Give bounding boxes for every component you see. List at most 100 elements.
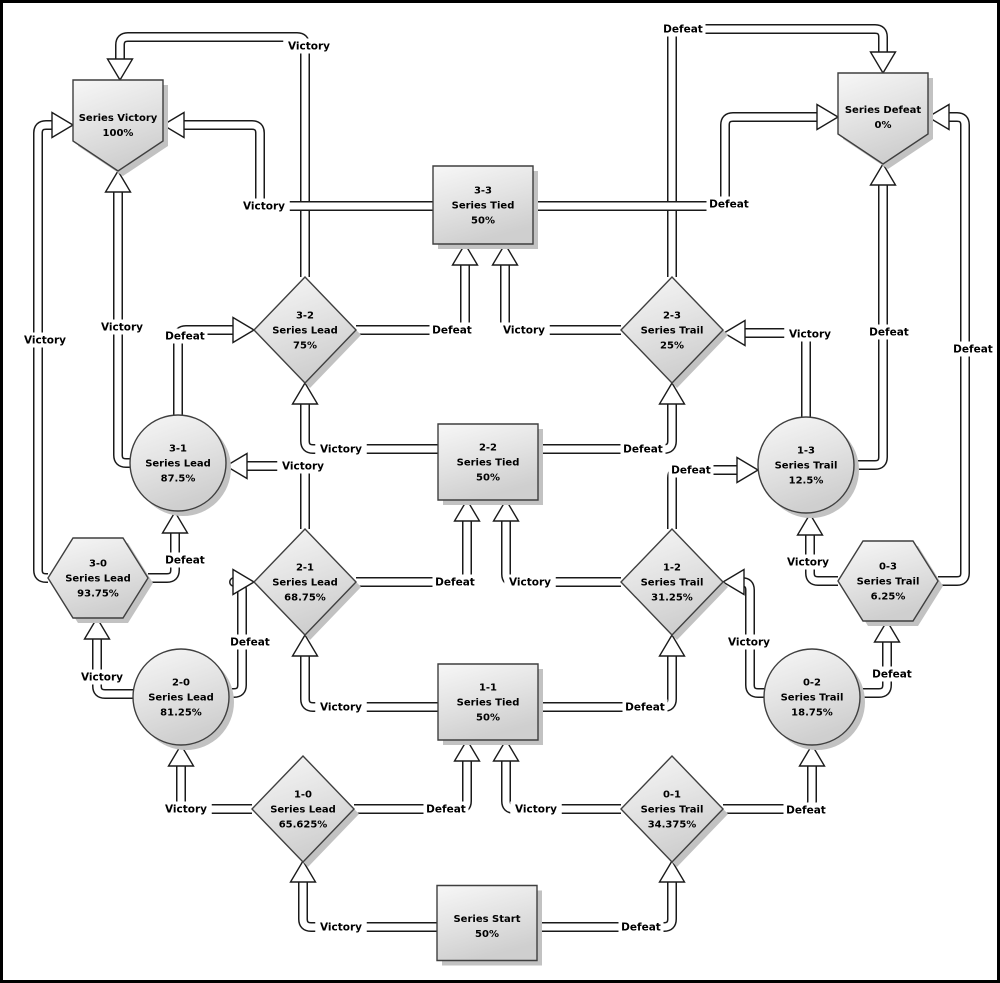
node-text-line: 50% (476, 473, 500, 484)
node-text-line: 3-3 (474, 186, 492, 197)
edge-label-defeat: Defeat (706, 196, 752, 212)
node-text-line: 3-0 (89, 559, 107, 570)
node-text-line: 31.25% (651, 593, 693, 604)
edge-label-defeat: Defeat (227, 634, 273, 650)
arrowhead-icon (291, 381, 319, 405)
arrowhead-icon (722, 319, 746, 347)
arrowhead-icon (926, 103, 950, 131)
node-text-line: 0% (875, 120, 892, 131)
arrowhead-icon (658, 633, 686, 657)
edge-label-defeat: Defeat (423, 801, 469, 817)
edge-label-text: Defeat (786, 805, 826, 817)
edge-label-defeat: Defeat (620, 441, 666, 457)
arrowhead-icon (796, 512, 824, 536)
node-text-line: Series Victory (79, 113, 158, 124)
edge-label-victory: Victory (315, 441, 367, 457)
arrowhead-icon (798, 743, 826, 767)
node-text-line: Series Tied (457, 698, 520, 709)
edge-label-defeat: Defeat (162, 552, 208, 568)
edge-label-text: Defeat (426, 804, 466, 816)
node-text-line: Series Start (453, 914, 520, 925)
edge-label-defeat: Defeat (668, 462, 714, 478)
node-text-line: 2-1 (296, 563, 314, 574)
arrowhead-icon (106, 58, 134, 82)
edge-label-victory: Victory (510, 801, 562, 817)
node-text-line: 6.25% (871, 592, 906, 603)
node-text-line: 2-3 (663, 311, 681, 322)
edge-label-text: Defeat (621, 922, 661, 934)
edge-2-0-victory (83, 616, 134, 699)
edge-label-text: Victory (320, 444, 362, 456)
arrowhead-icon (873, 619, 901, 643)
node-text-line: Series Trail (857, 577, 920, 588)
arrowhead-icon (224, 452, 248, 480)
arrowhead-icon (658, 859, 686, 883)
node-text-line: 1-1 (479, 683, 497, 694)
edge-label-victory: Victory (277, 458, 329, 474)
edge-label-victory: Victory (96, 319, 148, 335)
edge-label-text: Victory (509, 577, 551, 589)
edge-label-victory: Victory (784, 326, 836, 342)
node-text-line: 25% (660, 341, 684, 352)
edge-label-text: Victory (282, 461, 324, 473)
edge-label-victory: Victory (504, 574, 556, 590)
arrowhead-icon (289, 859, 317, 883)
node-text-line: 0-2 (803, 678, 821, 689)
node-text-line: Series Trail (781, 693, 844, 704)
arrowhead-icon (869, 51, 897, 75)
edge-label-text: Defeat (869, 327, 909, 339)
node-text-line: 100% (103, 128, 134, 139)
edge-label-victory: Victory (782, 554, 834, 570)
edge-label-defeat: Defeat (660, 21, 706, 37)
edge-label-victory: Victory (160, 801, 212, 817)
edge-label-text: Defeat (663, 24, 703, 36)
node-text-line: 1-3 (797, 446, 815, 457)
edge-label-victory: Victory (315, 919, 367, 935)
node-text-line: 3-1 (169, 444, 187, 455)
node-text-line: Series Defeat (845, 105, 922, 116)
node-text-line: 0-1 (663, 790, 681, 801)
edge-label-text: Defeat (165, 331, 205, 343)
arrowhead-icon (453, 738, 481, 762)
edge-label-defeat: Defeat (866, 324, 912, 340)
edge-label-text: Victory (24, 335, 66, 347)
node-text-line: 68.75% (284, 593, 326, 604)
edge-label-text: Victory (503, 325, 545, 337)
edge-2-2-victory (291, 381, 438, 454)
edge-label-defeat: Defeat (950, 341, 996, 357)
arrowhead-icon (161, 111, 185, 139)
edge-0-2-defeat (858, 619, 901, 698)
arrowhead-icon (492, 738, 520, 762)
edge-label-victory: Victory (76, 669, 128, 685)
edge-1-3-defeat (854, 162, 897, 470)
arrowhead-icon (167, 743, 195, 767)
edge-label-text: Victory (81, 672, 123, 684)
edge-label-victory: Victory (19, 332, 71, 348)
arrowhead-icon (104, 169, 132, 193)
arrowhead-icon (83, 616, 111, 640)
node-text-line: 81.25% (160, 708, 202, 719)
node-text-line: 12.5% (789, 476, 824, 487)
node-text-line: 2-2 (479, 443, 497, 454)
edge-label-victory: Victory (723, 634, 775, 650)
edge-label-defeat: Defeat (429, 322, 475, 338)
arrowhead-icon (491, 242, 519, 266)
edge-label-text: Defeat (623, 444, 663, 456)
arrowhead-icon (232, 568, 256, 596)
edge-series-start-victory (289, 859, 437, 932)
edge-label-text: Defeat (432, 325, 472, 337)
node-text-line: 18.75% (791, 708, 833, 719)
node-text-line: Series Tied (457, 458, 520, 469)
edge-label-text: Defeat (435, 577, 475, 589)
node-text-line: Series Lead (270, 805, 336, 816)
edge-3-0-defeat (148, 510, 189, 583)
